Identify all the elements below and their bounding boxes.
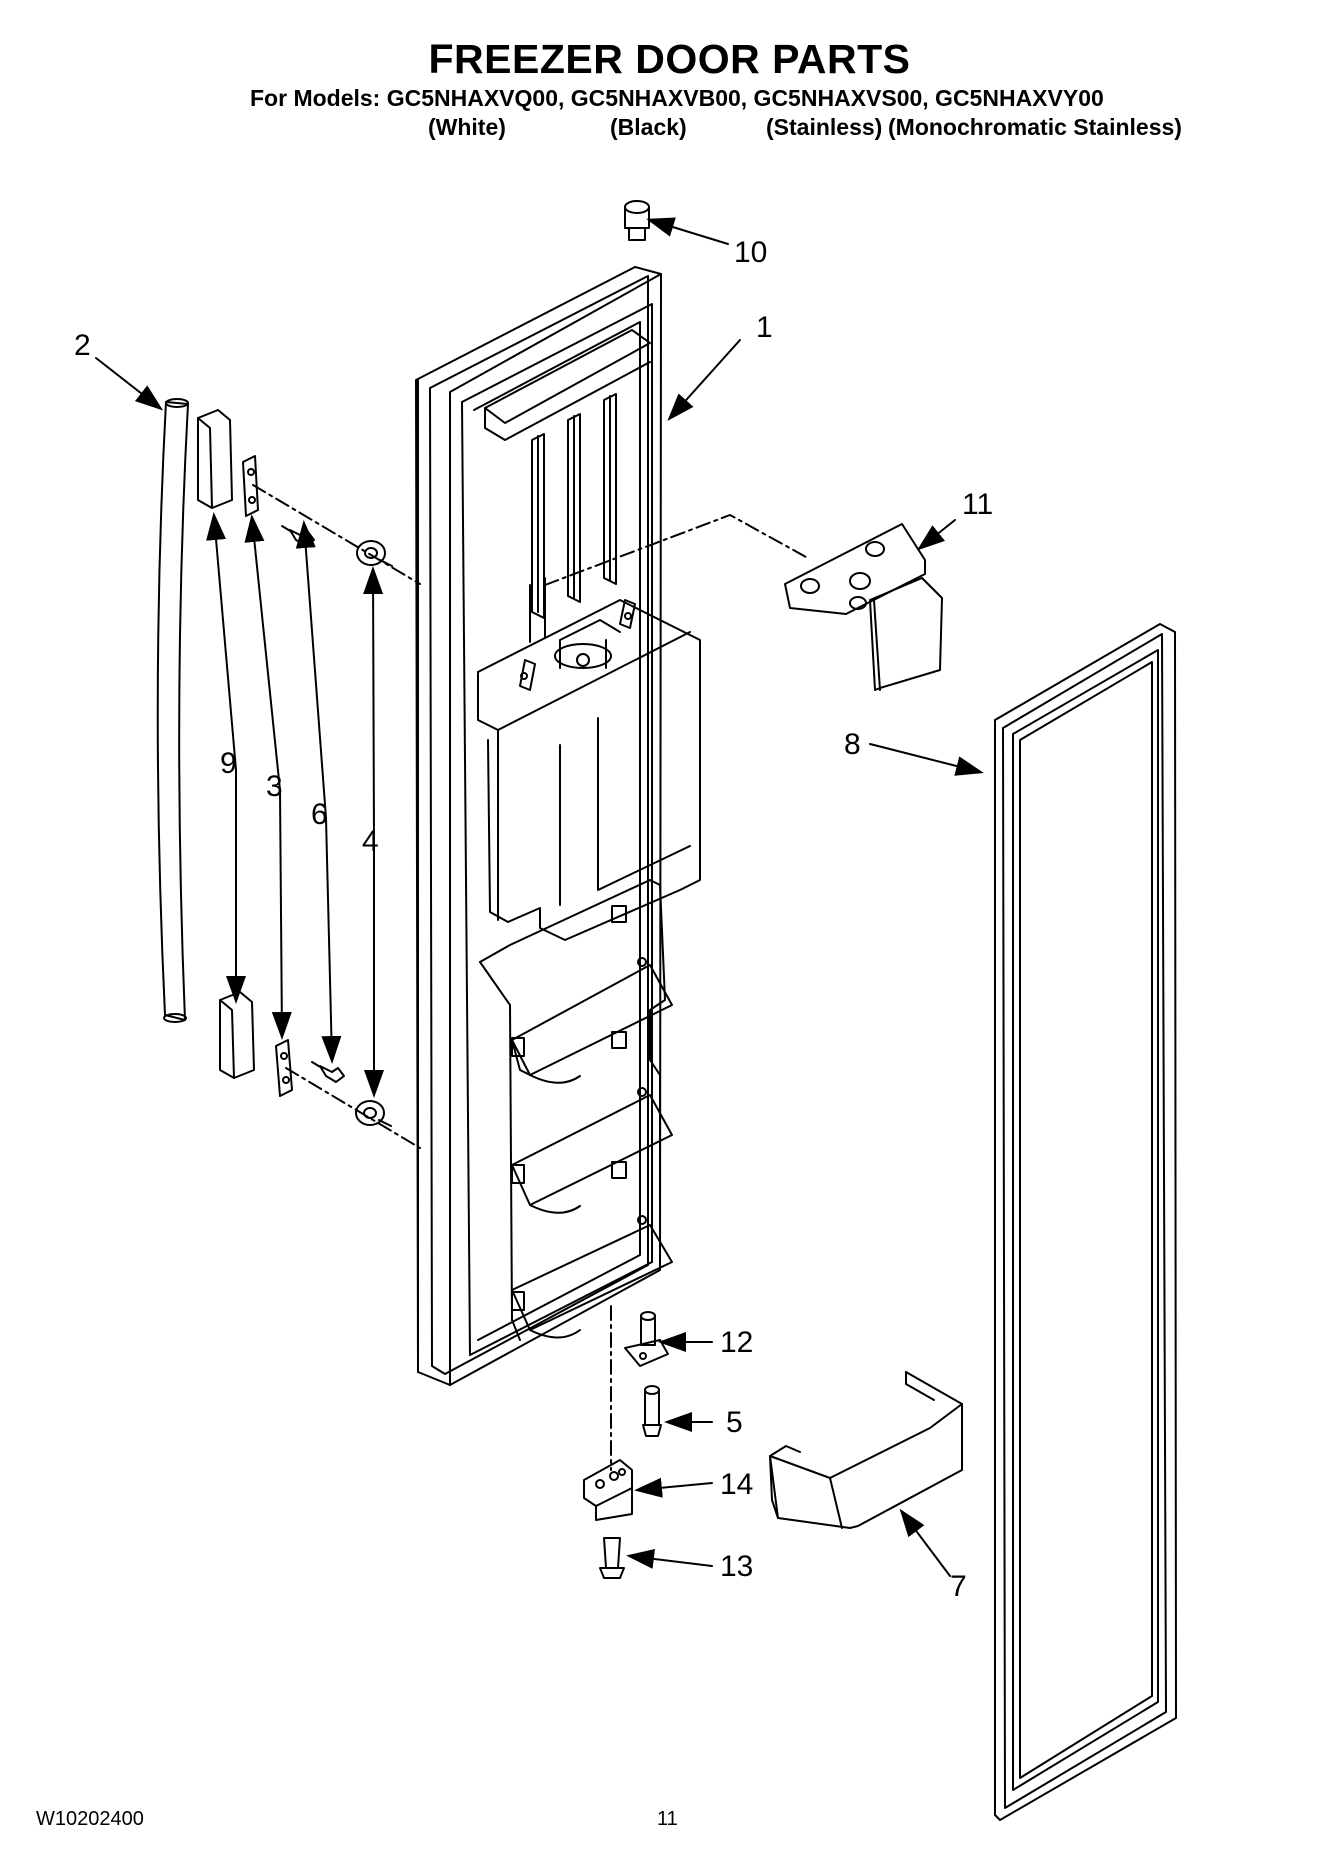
- door-handle: [156, 398, 189, 1023]
- ice-dispenser-housing: [477, 577, 701, 941]
- callout-2: 2: [74, 329, 91, 362]
- callout-7: 7: [950, 1570, 967, 1603]
- handle-assembly-lines: [252, 484, 421, 1149]
- callout-labels: 10 1 2 11 8 9 3 6 4 12 5 14 13 7: [74, 236, 993, 1603]
- models-line: For Models: GC5NHAXVQ00, GC5NHAXVB00, GC…: [250, 85, 1104, 111]
- door-gasket: [994, 623, 1177, 1821]
- handle-clips: [242, 455, 293, 1097]
- hinge-screw: [642, 1385, 662, 1437]
- variant-white: (White): [428, 114, 506, 140]
- hinge-pin-part: [624, 1311, 669, 1367]
- callout-leaders: [95, 217, 984, 1577]
- callout-8: 8: [844, 728, 861, 761]
- callout-10: 10: [734, 236, 767, 269]
- page-title: FREEZER DOOR PARTS: [428, 36, 911, 82]
- bottom-door-bin: [769, 1371, 963, 1529]
- dispenser-bracket: [784, 523, 943, 691]
- handle-end-caps: [197, 409, 255, 1079]
- freezer-door-panel: [415, 266, 662, 1386]
- callout-5: 5: [726, 1406, 743, 1439]
- page-number: 11: [657, 1808, 678, 1830]
- callout-1: 1: [756, 311, 773, 344]
- variant-black: (Black): [610, 114, 687, 140]
- callout-13: 13: [720, 1550, 753, 1583]
- top-plug-part: [624, 200, 650, 241]
- callout-9: 9: [220, 747, 237, 780]
- callout-11: 11: [962, 488, 993, 521]
- bracket-assembly-line: [544, 514, 807, 586]
- hinge-bottom-screw: [599, 1537, 625, 1579]
- callout-12: 12: [720, 1326, 753, 1359]
- door-bins: [479, 879, 673, 1341]
- variant-stainless: (Stainless): [766, 114, 883, 140]
- variant-monochromatic-stainless: (Monochromatic Stainless): [888, 114, 1182, 140]
- hinge-shim: [583, 1459, 633, 1521]
- callout-4: 4: [362, 825, 379, 858]
- callout-14: 14: [720, 1468, 753, 1501]
- callout-3: 3: [266, 770, 283, 803]
- callout-6: 6: [311, 798, 328, 831]
- document-number: W10202400: [36, 1808, 144, 1830]
